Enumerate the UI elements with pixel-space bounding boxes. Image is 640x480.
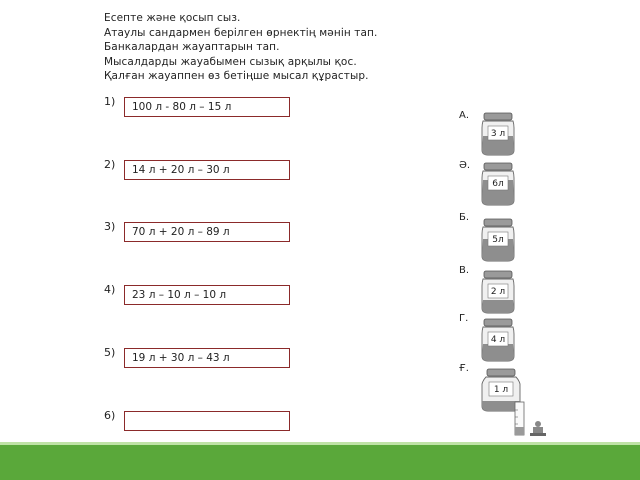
exercise-number: 4) (104, 283, 116, 296)
instruction-line: Мысалдарды жауабымен сызық арқылы қос. (104, 55, 357, 68)
instruction-line: Атаулы сандармен берілген өрнектің мәнін… (104, 26, 378, 39)
instructions: Есепте және қосып сыз. Атаулы сандармен … (104, 11, 377, 84)
jar-letter: А. (459, 110, 470, 121)
jar-icon: 3 л (480, 112, 516, 156)
jar-label: 6л (492, 179, 504, 189)
exercise-box[interactable]: 70 л + 20 л – 89 л (124, 222, 290, 242)
jar-icon: 2 л (480, 270, 516, 314)
exercise-number: 2) (104, 158, 116, 171)
jar-letter: Б. (459, 212, 470, 223)
exercise-number: 5) (104, 346, 116, 359)
footer-accent-line (0, 442, 640, 445)
jar-icon: 5л (480, 218, 516, 262)
exercise-number: 6) (104, 409, 116, 422)
jar-label: 4 л (490, 335, 506, 345)
jar-icon: 1 л (480, 368, 522, 412)
footer-bar (0, 445, 640, 480)
answer-box-empty[interactable] (124, 411, 290, 431)
instruction-line: Банкалардан жауаптарын тап. (104, 41, 280, 53)
jar-label: 2 л (490, 287, 506, 297)
jar-letter: Ғ. (459, 363, 469, 374)
exercise-number: 3) (104, 220, 116, 233)
exercise-number: 1) (104, 95, 116, 108)
jar-label: 1 л (493, 385, 509, 395)
exercise-box[interactable]: 100 л - 80 л – 15 л (124, 97, 290, 117)
instruction-line: Есепте және қосып сыз. (104, 12, 241, 24)
jar-label: 3 л (490, 129, 506, 139)
exercise-box[interactable]: 14 л + 20 л – 30 л (124, 160, 290, 180)
instruction-line: Қалған жауаппен өз бетіңше мысал құрасты… (104, 70, 369, 82)
jar-label: 5л (492, 235, 504, 245)
measuring-cylinder-icon (514, 400, 548, 444)
jar-letter: В. (459, 265, 470, 276)
jar-letter: Ә. (459, 160, 471, 171)
exercise-box[interactable]: 23 л – 10 л – 10 л (124, 285, 290, 305)
jar-letter: Г. (459, 313, 469, 324)
jar-icon: 6л (480, 162, 516, 206)
exercise-box[interactable]: 19 л + 30 л – 43 л (124, 348, 290, 368)
jar-icon: 4 л (480, 318, 516, 362)
